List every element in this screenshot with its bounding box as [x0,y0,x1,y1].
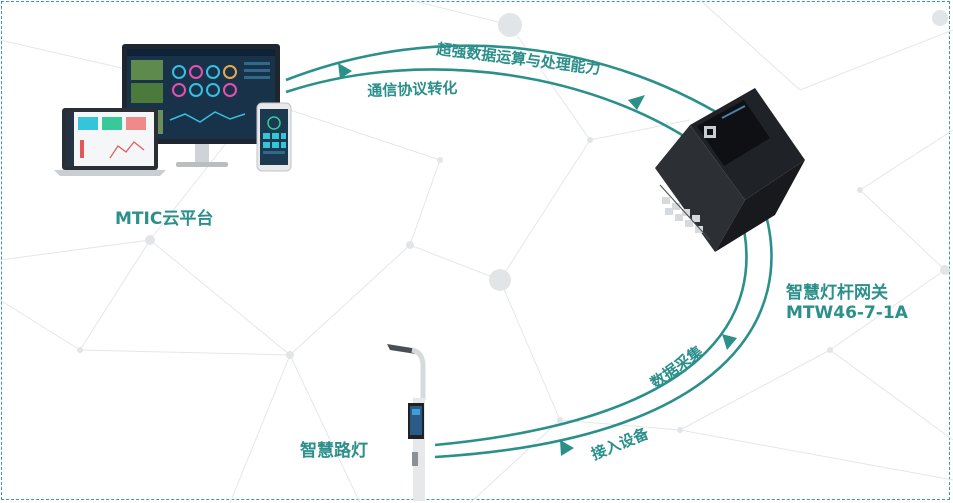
arrow-device-access [560,440,574,456]
ethernet-ports [662,197,703,233]
background-nodes [77,10,950,433]
arc-outer-to-streetlight [434,204,773,459]
laptop [54,108,166,176]
arc-inner-to-gateway-bottom [434,211,748,447]
label-gateway-name: 智慧灯杆网关 [786,283,888,303]
arc-outer-to-platform [285,44,746,132]
label-protocol-conversion: 通信协议转化 [367,78,458,100]
gateway-device [655,88,805,252]
phone [256,102,292,172]
smart-streetlight [387,344,426,501]
arc-inner-to-gateway [285,68,706,152]
monitor-stand [176,144,228,167]
label-smart-streetlight: 智慧路灯 [300,441,368,461]
arc-platform-gateway [285,44,746,152]
arrow-to-platform [628,95,645,110]
arc-gateway-streetlight [434,204,773,459]
arrow-to-gateway [338,63,352,79]
label-gateway-model: MTW46-7-1A [786,303,908,323]
arrow-data-collect [722,334,737,350]
label-cloud-platform: MTIC云平台 [115,209,214,229]
